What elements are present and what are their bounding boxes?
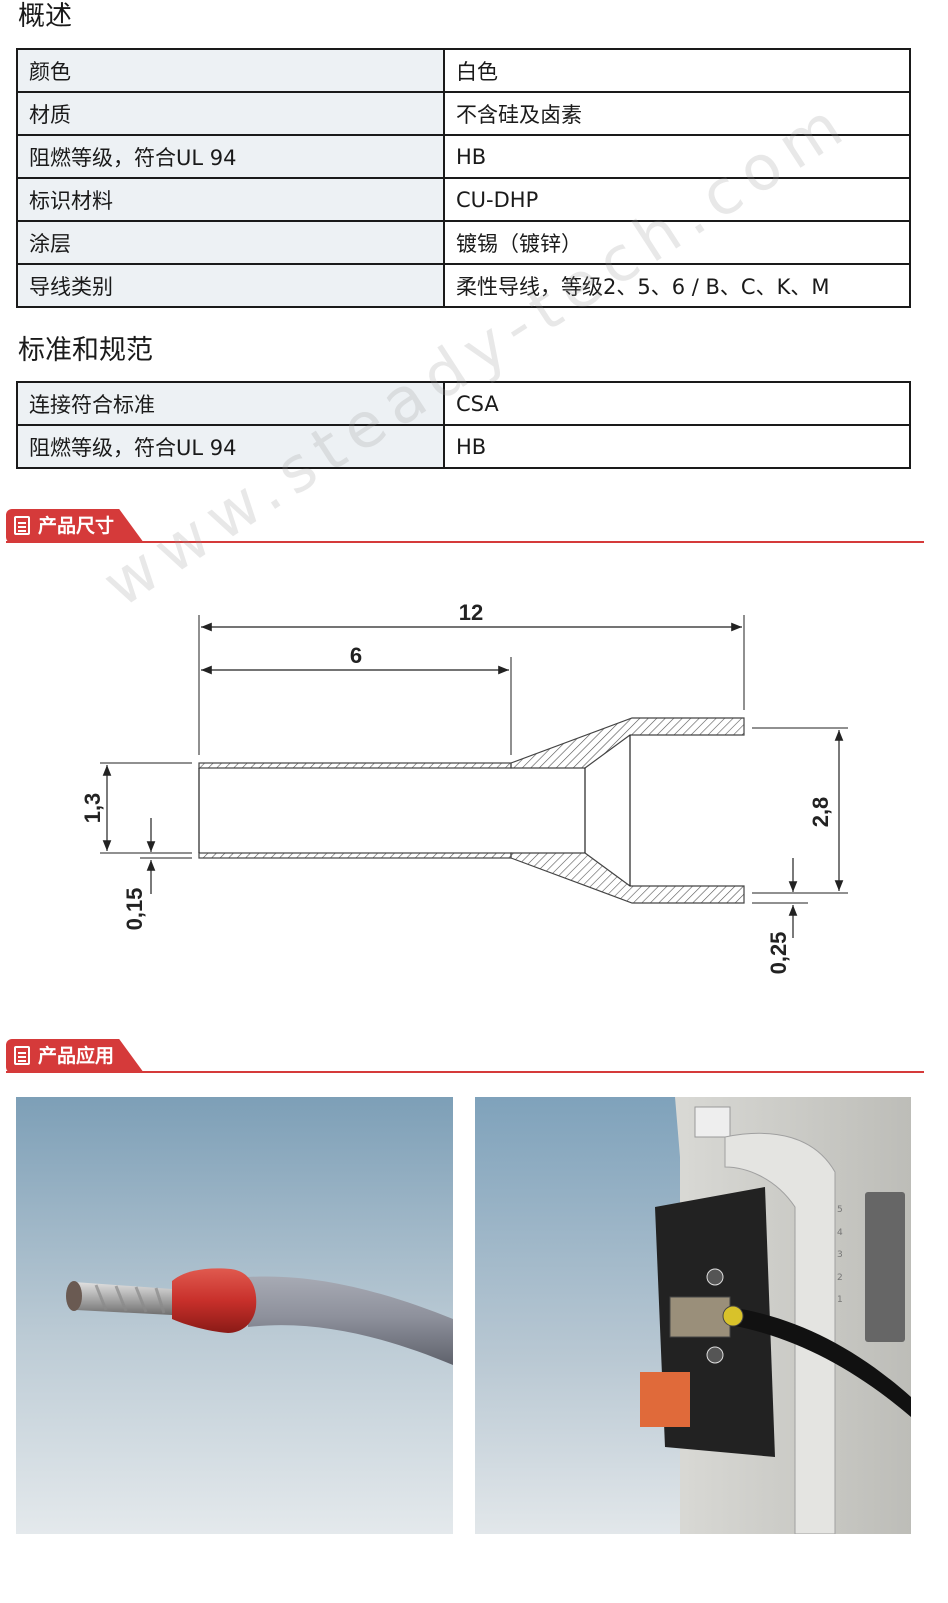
ferrule-tip bbox=[66, 1281, 82, 1311]
svg-text:3: 3 bbox=[837, 1250, 843, 1260]
spec-value: HB bbox=[443, 424, 911, 469]
spec-value: 不含硅及卤素 bbox=[443, 91, 911, 136]
spec-label: 材质 bbox=[16, 91, 445, 136]
table-row: 导线类别柔性导线，等级2、5、6 / B、C、K、M bbox=[16, 263, 911, 308]
table-row: 颜色白色 bbox=[16, 48, 911, 93]
ferrule-collar bbox=[172, 1268, 257, 1333]
document-icon bbox=[14, 1046, 30, 1065]
table-row: 材质不含硅及卤素 bbox=[16, 91, 911, 136]
spec-value: 镀锡（镀锌） bbox=[443, 220, 911, 265]
dimension-label: 6 bbox=[350, 643, 362, 668]
document-icon bbox=[14, 516, 30, 535]
spec-value: 柔性导线，等级2、5、6 / B、C、K、M bbox=[443, 263, 911, 308]
standards-title: 标准和规范 bbox=[18, 335, 153, 366]
spec-label: 涂层 bbox=[16, 220, 445, 265]
table-row: 涂层镀锡（镀锌） bbox=[16, 220, 911, 265]
dimension-label: 1,3 bbox=[80, 793, 105, 824]
dimensions-banner-label: 产品尺寸 bbox=[38, 515, 115, 537]
application-banner-label: 产品应用 bbox=[38, 1045, 115, 1067]
application-banner: 产品应用 bbox=[6, 1039, 924, 1073]
svg-text:4: 4 bbox=[837, 1228, 843, 1238]
dimension-drawing: 12 6 1,3 0,15 2,8 0,25 bbox=[80, 600, 848, 975]
overview-title: 概述 bbox=[18, 1, 72, 32]
spec-label: 阻燃等级，符合UL 94 bbox=[16, 134, 445, 179]
tool-slider bbox=[865, 1192, 905, 1342]
spec-label: 标识材料 bbox=[16, 177, 445, 222]
dimension-label: 12 bbox=[459, 600, 483, 625]
spec-value: 白色 bbox=[443, 48, 911, 93]
cable bbox=[730, 1307, 911, 1417]
spec-value: CSA bbox=[443, 381, 911, 426]
dimension-label: 0,25 bbox=[766, 932, 791, 975]
ferrule-outline bbox=[198, 717, 745, 904]
ferrule-cable-photo bbox=[16, 1097, 453, 1534]
spec-label: 连接符合标准 bbox=[16, 381, 445, 426]
spec-label: 阻燃等级，符合UL 94 bbox=[16, 424, 445, 469]
spec-value: CU-DHP bbox=[443, 177, 911, 222]
tool-handle bbox=[724, 1132, 836, 1534]
crimp-die bbox=[669, 1296, 731, 1338]
dimension-label: 2,8 bbox=[808, 797, 833, 828]
spec-value: HB bbox=[443, 134, 911, 179]
spec-label: 颜色 bbox=[16, 48, 445, 93]
svg-text:5: 5 bbox=[837, 1205, 843, 1215]
dimensions-banner: 产品尺寸 bbox=[6, 509, 924, 543]
svg-text:2: 2 bbox=[837, 1273, 843, 1283]
spec-label: 导线类别 bbox=[16, 263, 445, 308]
tool-lever bbox=[640, 1372, 690, 1427]
dimension-label: 0,15 bbox=[122, 888, 147, 931]
svg-text:1: 1 bbox=[837, 1295, 843, 1305]
crimp-tool-photo: 5 4 3 2 1 bbox=[475, 1097, 911, 1534]
cable bbox=[248, 1276, 453, 1365]
